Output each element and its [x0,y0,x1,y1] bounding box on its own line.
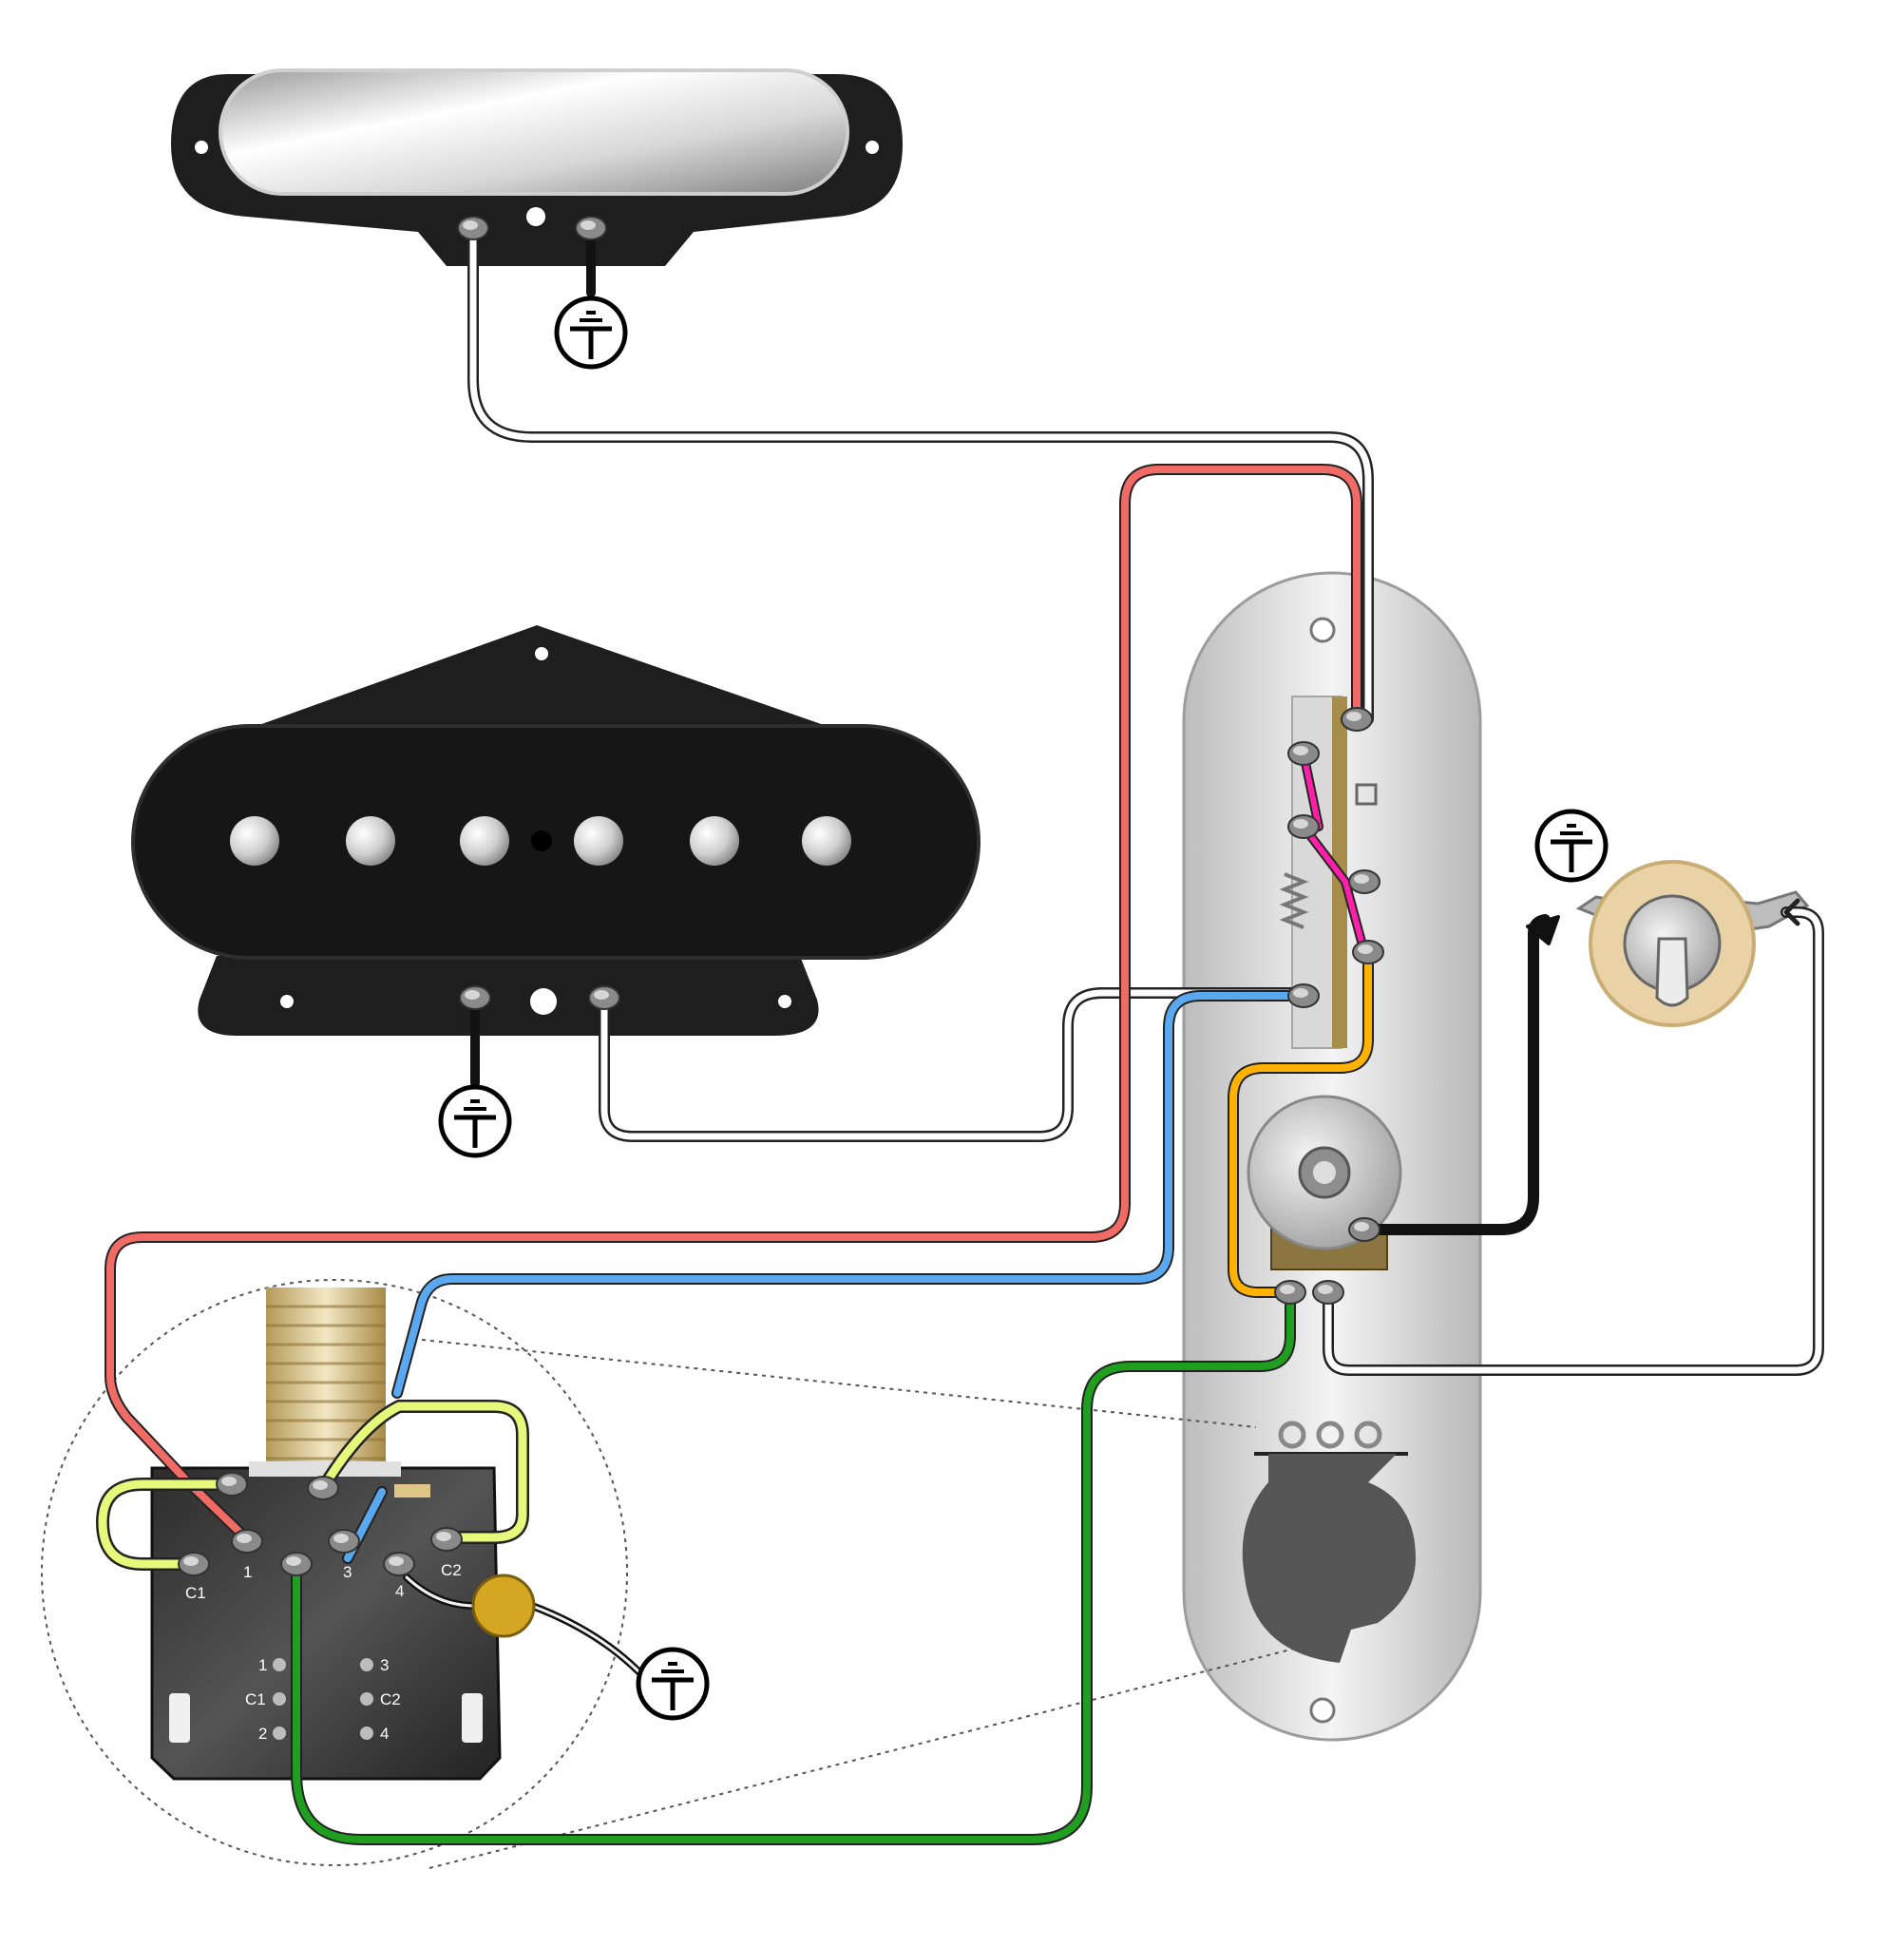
switch-grid-label: 3 [380,1656,389,1674]
ground-icon [557,298,625,367]
switch-label-c2: C2 [441,1561,462,1579]
wire-green [291,1296,1296,1845]
ground-icon [1537,811,1606,880]
switch-grid-label: 4 [380,1725,389,1743]
wire-red [105,464,1362,1543]
switch-grid-label: 1 [258,1656,267,1674]
switch-grid-label: 2 [258,1725,267,1743]
switch-grid-label: C1 [245,1690,266,1708]
screw-hole [1309,1697,1336,1724]
ground-icon [638,1650,707,1718]
wire-white-neck [467,230,1374,725]
capacitor [471,1574,536,1638]
wire-yellow [1228,946,1374,1298]
pole-pieces [230,816,851,866]
switch-label-4: 4 [395,1582,404,1600]
neck-pickup [171,68,903,266]
wire-black [403,231,1560,1691]
wires [96,230,1824,1845]
bridge-pickup [131,625,981,1036]
output-jack [1575,860,1810,1027]
wire-white-jack [1323,898,1824,1376]
wire-lime [96,1400,529,1571]
neck-pickup-cover-icon [219,68,849,196]
tone-pot: CTS [1242,1421,1416,1663]
switch-label-1: 1 [243,1563,252,1581]
screw-hole [1309,617,1336,643]
switch-grid-label: C2 [380,1690,401,1708]
wire-white-bridge [599,987,1309,1142]
volume-pot [1247,1095,1402,1270]
zoom-circle [41,1279,628,1866]
switch-label-c1: C1 [185,1584,206,1602]
tone-pot-brand: CTS [1290,1543,1359,1574]
switch-label-3: 3 [343,1563,352,1581]
ground-icon [441,1087,509,1155]
